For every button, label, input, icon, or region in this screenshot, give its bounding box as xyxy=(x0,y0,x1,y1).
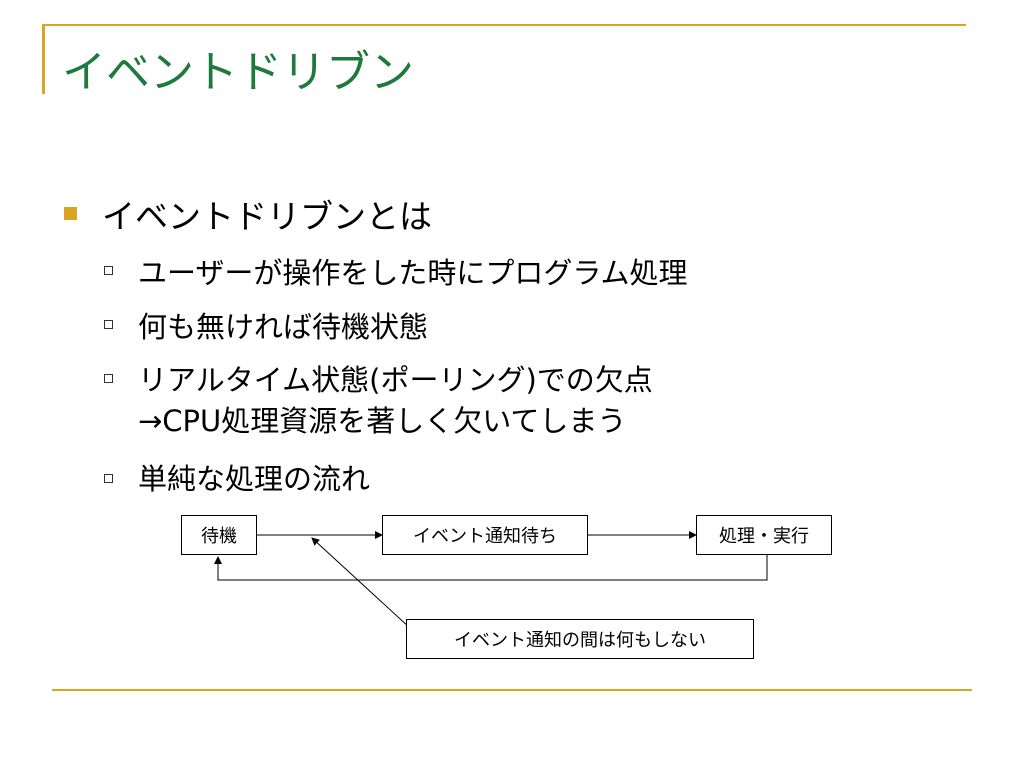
hollow-square-bullet-icon xyxy=(104,266,113,275)
slide-title: イベントドリブン xyxy=(62,47,414,98)
node-note-idle: イベント通知の間は何もしない xyxy=(406,619,754,659)
title-top-rule xyxy=(42,24,966,26)
sub-bullet-text-2: 何も無ければ待機状態 xyxy=(138,310,429,344)
node-process-execute: 処理・実行 xyxy=(696,515,832,555)
arrow-note-pointer xyxy=(311,537,411,629)
node-event-notify-wait: イベント通知待ち xyxy=(382,515,588,555)
hollow-square-bullet-icon xyxy=(104,374,113,383)
footer-rule xyxy=(52,689,972,691)
title-left-rule xyxy=(42,24,45,94)
sub-bullet-text-4: 単純な処理の流れ xyxy=(138,462,371,496)
node-wait: 待機 xyxy=(181,515,257,555)
sub-bullet-text-3-line2: →CPU処理資源を著しく欠いてしまう xyxy=(138,404,627,438)
arrow-return-to-wait xyxy=(214,555,768,581)
main-bullet-text: イベントドリブンとは xyxy=(102,197,432,236)
sub-bullet-text-1: ユーザーが操作をした時にプログラム処理 xyxy=(138,256,688,290)
hollow-square-bullet-icon xyxy=(104,474,113,483)
square-bullet-icon xyxy=(64,207,77,220)
sub-bullet-text-3: リアルタイム状態(ポーリング)での欠点 xyxy=(138,363,653,397)
hollow-square-bullet-icon xyxy=(104,320,113,329)
